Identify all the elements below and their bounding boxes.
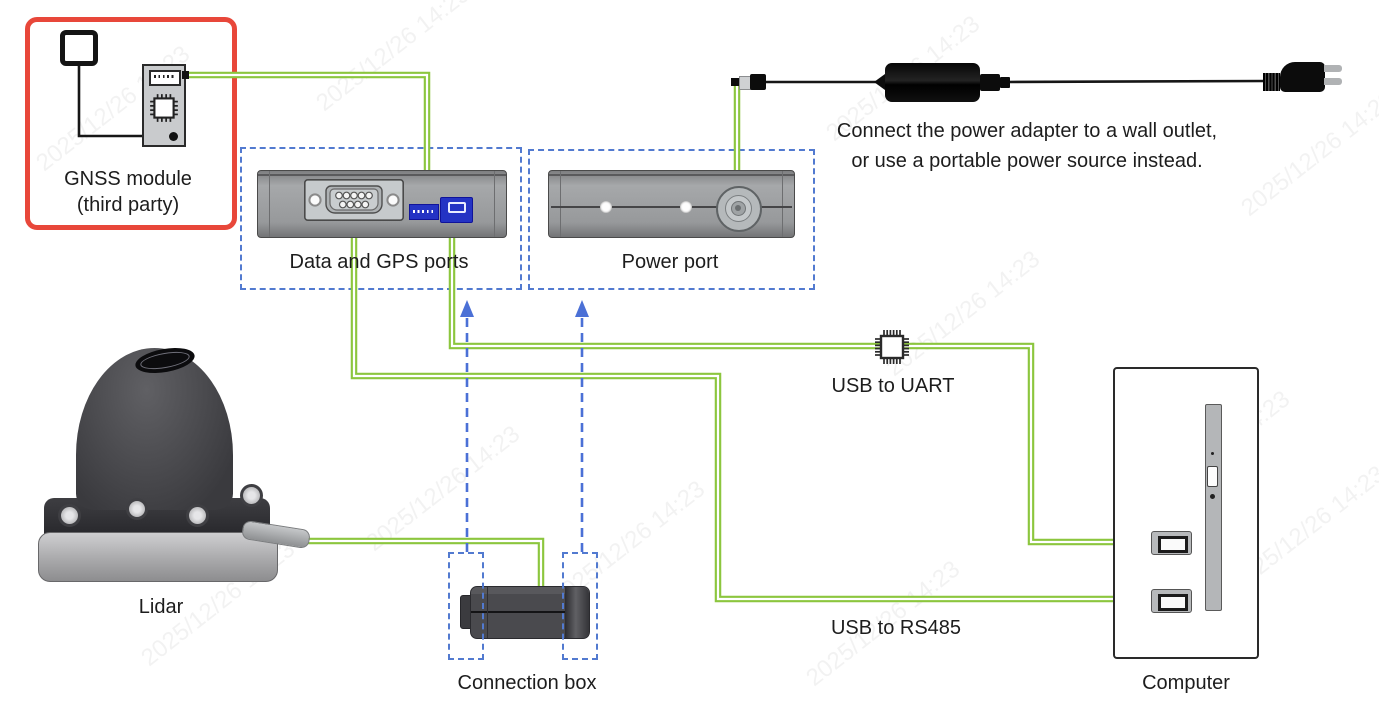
connection-box-top-face: [471, 587, 589, 594]
optical-drive-hole: [1210, 494, 1215, 499]
connection-box-to-power-port-arrow-head: [575, 300, 589, 317]
lidar-base: [38, 532, 278, 582]
connection-box-device: [460, 584, 590, 640]
gnss-board-connector: [149, 70, 181, 86]
connection-box-seam: [487, 587, 488, 638]
gnss-chip-icon: [150, 94, 178, 122]
adapter-cable-taper: [874, 74, 885, 90]
usb-to-rs485-label: USB to RS485: [830, 617, 962, 639]
panel-seam: [269, 171, 270, 237]
gnss-connector-pins: [154, 75, 176, 78]
lidar-bolt: [240, 484, 263, 507]
gnss-to-gps-port-core: [187, 73, 429, 206]
panel-seam: [494, 171, 495, 237]
usb-port-slot: [1158, 594, 1188, 611]
db9-serial-port-icon: [304, 179, 404, 221]
lidar-bolt: [186, 504, 209, 527]
panel-edge: [549, 174, 794, 176]
gnss-module-label: GNSS module (third party): [64, 166, 192, 218]
adapter-cable-right: [1007, 79, 1268, 84]
usb-port-slot: [1158, 536, 1188, 553]
usb-glyph: [448, 202, 466, 213]
usb-to-uart-chip-icon: [875, 330, 909, 364]
data-usb-port: [440, 197, 473, 223]
computer-usb-port-upper: [1151, 531, 1192, 555]
gnss-module-label-line1: GNSS module: [64, 168, 192, 190]
adapter-output-stub: [980, 74, 1000, 91]
computer-tower: [1113, 367, 1259, 659]
optical-drive-bar: [1205, 404, 1222, 611]
power-port-label: Power port: [621, 251, 719, 273]
pin-header-pins: [413, 210, 435, 213]
lidar-bolt: [58, 504, 81, 527]
gps-port-to-uart-usb-core: [450, 216, 1155, 544]
connection-box-body: [470, 586, 590, 639]
power-port-dashed-box: [528, 149, 815, 290]
antenna-wire: [77, 63, 168, 138]
gps-pin-header-port: [409, 204, 439, 220]
panel-screw-hole: [680, 201, 692, 213]
panel-midline: [551, 206, 792, 208]
power-adapter-note-line2: or use a portable power source instead.: [851, 150, 1203, 172]
dc-plug-tip: [731, 78, 739, 86]
connection-box-divider: [471, 611, 589, 613]
connection-box-right-dashed-box: [562, 552, 598, 660]
power-adapter-note: Connect the power adapter to a wall outl…: [837, 116, 1217, 176]
data-gps-ports-label: Data and GPS ports: [289, 251, 469, 273]
gnss-board-solder-dot: [169, 132, 178, 141]
optical-drive-led: [1211, 452, 1214, 455]
lidar-label: Lidar: [138, 596, 184, 618]
power-barrel-pin: [735, 205, 741, 211]
wall-plug: [1280, 62, 1325, 92]
gnss-module-label-line2: (third party): [76, 194, 180, 216]
panel-edge: [258, 174, 506, 176]
connection-box-label: Connection box: [457, 672, 597, 694]
data-port-to-rs485-usb-core: [352, 216, 1155, 601]
gnss-receiver-board-icon: [142, 64, 186, 147]
usb-to-uart-label: USB to UART: [831, 375, 955, 397]
plug-prong: [1324, 65, 1342, 72]
gnss-antenna-icon: [60, 30, 98, 66]
lidar-device: [38, 328, 312, 583]
data-gps-ports-panel: [257, 170, 507, 238]
panel-screw-hole: [600, 201, 612, 213]
lidar-to-connection-box: [298, 537, 545, 590]
panel-seam: [782, 171, 783, 237]
data-gps-ports-dashed-box: [240, 147, 522, 290]
lidar-bolt: [126, 498, 148, 520]
plug-prong: [1324, 78, 1342, 85]
optical-drive-eject-button: [1207, 466, 1218, 487]
plug-strain-relief: [1263, 73, 1280, 91]
connection-box-left-dashed-box: [448, 552, 484, 660]
gnss-wire-stub: [182, 71, 189, 79]
power-adapter-note-line1: Connect the power adapter to a wall outl…: [836, 120, 1218, 142]
computer-usb-port-lower: [1151, 589, 1192, 613]
lidar-dome: [76, 348, 233, 510]
panel-seam: [560, 171, 561, 237]
power-port-panel: [548, 170, 795, 238]
computer-label: Computer: [1142, 672, 1230, 694]
lidar-to-connection-box-core: [298, 539, 543, 590]
adapter-output-stub-small: [1000, 77, 1010, 88]
power-adapter-brick: [885, 63, 980, 102]
dc-plug-body: [750, 74, 766, 90]
connection-box-end-cap: [565, 587, 589, 638]
connection-box-to-data-port-arrow-head: [460, 300, 474, 317]
gnss-module-highlight-box: [25, 17, 237, 230]
